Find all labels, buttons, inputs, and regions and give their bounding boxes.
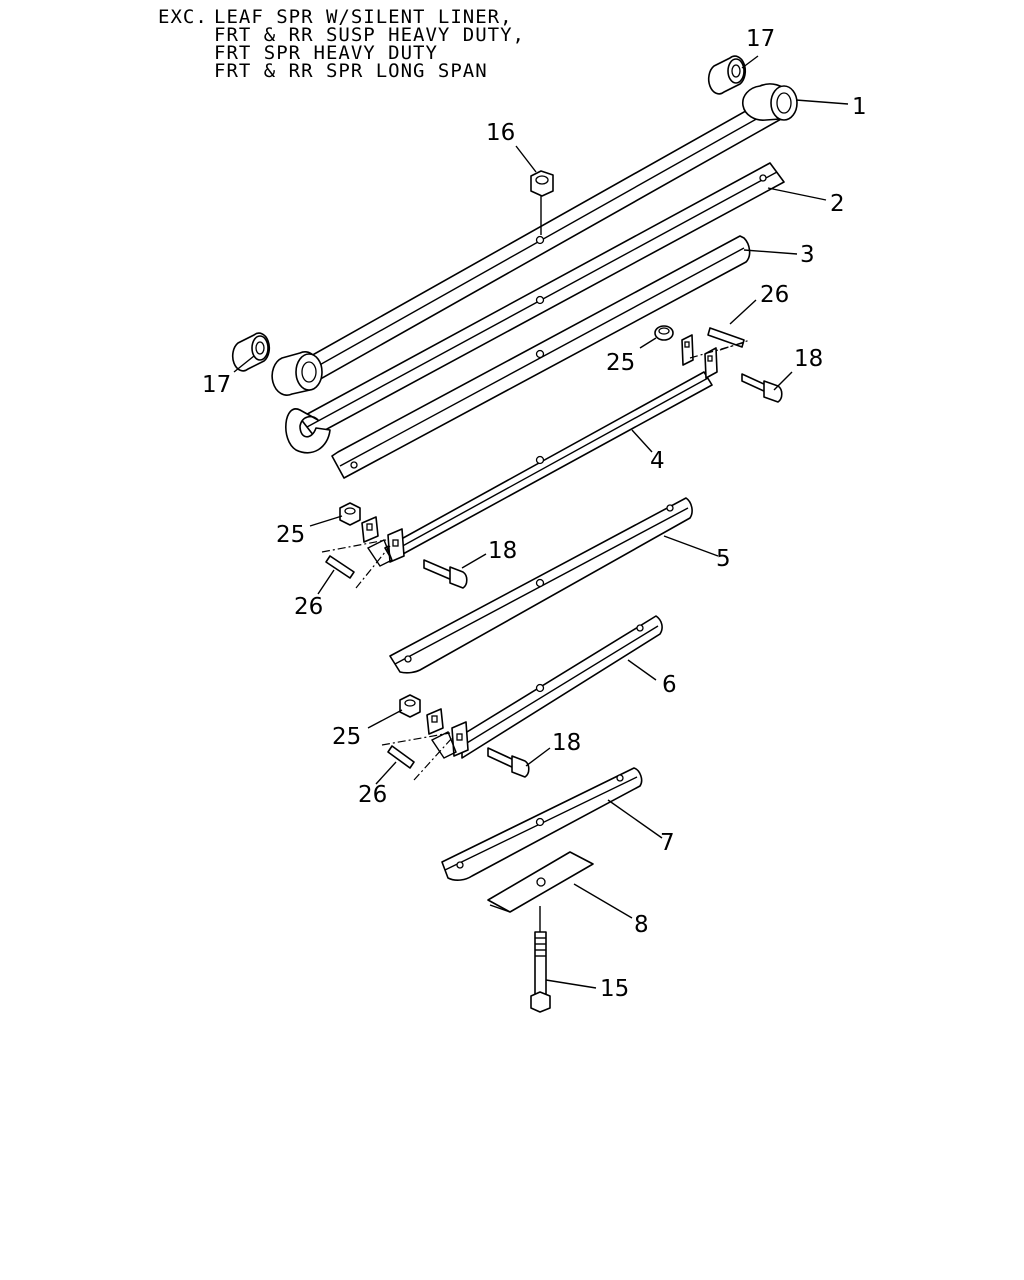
- header-line-1: LEAF SPR W/SILENT LINER,: [214, 6, 513, 28]
- header-prefix: EXC.: [158, 6, 208, 28]
- callout-18-upper: 18: [794, 346, 823, 372]
- callout-16: 16: [486, 120, 515, 146]
- callout-3: 3: [800, 242, 815, 268]
- bushing-part-17-bottom: [231, 332, 271, 372]
- callout-25-lower: 25: [332, 724, 361, 750]
- callout-17-top: 17: [746, 26, 775, 52]
- nut-part-25-upper: [654, 325, 674, 341]
- leaf-part-7: [441, 767, 643, 881]
- leaf-part-6: [381, 615, 663, 781]
- callout-5: 5: [716, 546, 731, 572]
- callout-15: 15: [600, 976, 629, 1002]
- leaf-part-3: [331, 235, 751, 479]
- clip-part-4-left: [321, 516, 405, 589]
- bolt-part-18-lower: [487, 747, 530, 778]
- pin-part-26-middle: [325, 555, 355, 579]
- callout-1: 1: [852, 94, 867, 120]
- callout-18-middle: 18: [488, 538, 517, 564]
- callout-18-lower: 18: [552, 730, 581, 756]
- callout-26-middle: 26: [294, 594, 323, 620]
- bolt-part-18-middle: [423, 559, 468, 589]
- pin-part-26-upper: [689, 327, 751, 359]
- callout-4: 4: [650, 448, 665, 474]
- pin-part-26-lower: [387, 745, 415, 769]
- nut-part-25-lower: [399, 694, 421, 718]
- callout-25-middle: 25: [276, 522, 305, 548]
- nut-part-25-middle: [339, 502, 361, 526]
- callout-2: 2: [830, 191, 845, 217]
- bushing-part-17-top: [707, 55, 747, 95]
- leader-lines: [233, 55, 849, 989]
- callout-7: 7: [660, 830, 675, 856]
- leaf-part-4: [384, 334, 718, 561]
- header-line-4: FRT & RR SPR LONG SPAN: [214, 60, 488, 82]
- callout-17-bottom: 17: [202, 372, 231, 398]
- header-line-3: FRT SPR HEAVY DUTY: [214, 42, 438, 64]
- leaf-part-5: [389, 497, 693, 674]
- callout-8: 8: [634, 912, 649, 938]
- main-leaf-part-1: [271, 83, 798, 396]
- callout-26-upper: 26: [760, 282, 789, 308]
- center-bolt-part-15: [530, 906, 551, 1013]
- second-leaf-part-2: [285, 162, 785, 454]
- callout-6: 6: [662, 672, 677, 698]
- nut-part-16: [530, 170, 554, 235]
- spacer-plate-part-8: [487, 851, 594, 913]
- callout-25-upper: 25: [606, 350, 635, 376]
- callout-26-lower: 26: [358, 782, 387, 808]
- header-line-2: FRT & RR SUSP HEAVY DUTY,: [214, 24, 525, 46]
